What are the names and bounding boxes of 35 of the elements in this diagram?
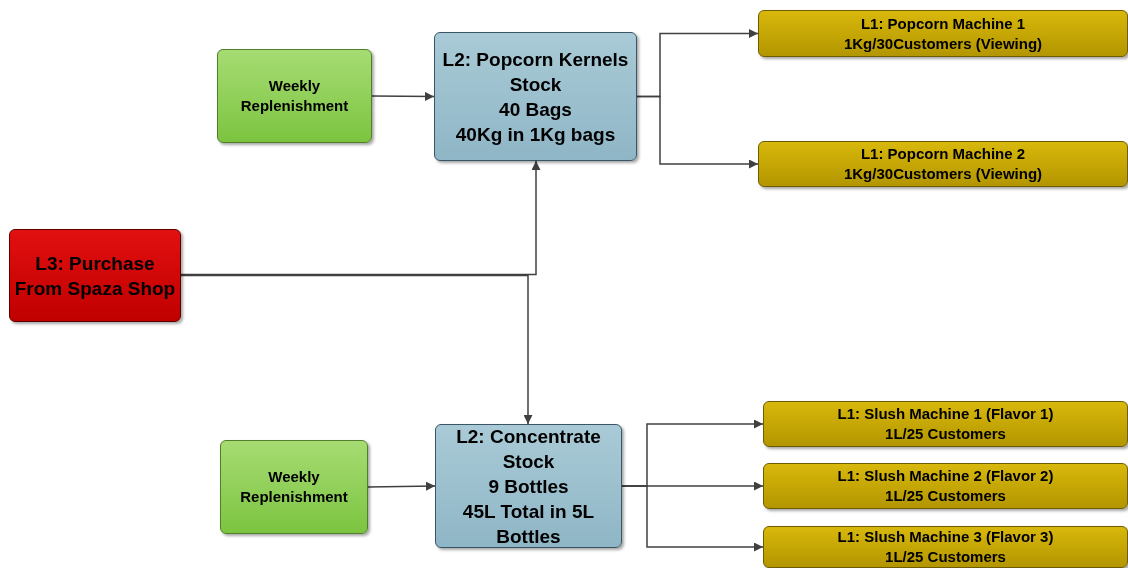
stock-box [434, 32, 637, 161]
arrow [367, 481, 436, 491]
node-label: L1: Popcorn Machine 2 [860, 144, 1026, 164]
node-label: L2: Popcorn Kernels Stock [441, 47, 630, 97]
machine-box [758, 141, 1128, 187]
machine-box [763, 463, 1128, 509]
node-label: 1L/25 Customers [885, 486, 1006, 506]
process-box [220, 440, 368, 534]
node-label: L2: Concentrate Stock [455, 424, 602, 474]
node-label: 1Kg/30Customers (Viewing) [843, 33, 1043, 54]
node-label: 1Kg/30Customers (Viewing) [843, 164, 1043, 184]
source-box [9, 229, 181, 322]
arrow [621, 485, 764, 552]
node-label: 1L/25 Customers [885, 547, 1006, 567]
node-label: L1: Slush Machine 1 (Flavor 1) [837, 404, 1054, 424]
node-label: 45L Total in 5L Bottles [461, 499, 596, 549]
node-label: L1: Slush Machine 2 (Flavor 2) [837, 466, 1054, 486]
node-label: L1: Popcorn Machine 1 [860, 13, 1026, 34]
arrow [371, 91, 435, 101]
node-label: L3: Purchase From Spaza Shop [14, 251, 176, 301]
machine-box [763, 526, 1128, 568]
stock-box [435, 424, 622, 548]
arrow [180, 160, 541, 276]
node-label: 40 Bags [499, 97, 572, 122]
process-box [217, 49, 372, 143]
node-label: Weekly Replenishment [239, 76, 350, 116]
arrow [636, 95, 759, 169]
node-label: L1: Slush Machine 3 (Flavor 3) [837, 527, 1054, 547]
node-label: 40Kg in 1Kg bags [455, 122, 616, 147]
machine-box [763, 401, 1128, 447]
node-label: 9 Bottles [488, 474, 569, 499]
machine-box [758, 10, 1128, 57]
arrow [180, 274, 533, 425]
node-label: 1L/25 Customers [885, 424, 1006, 444]
node-label: Weekly Replenishment [239, 467, 349, 507]
